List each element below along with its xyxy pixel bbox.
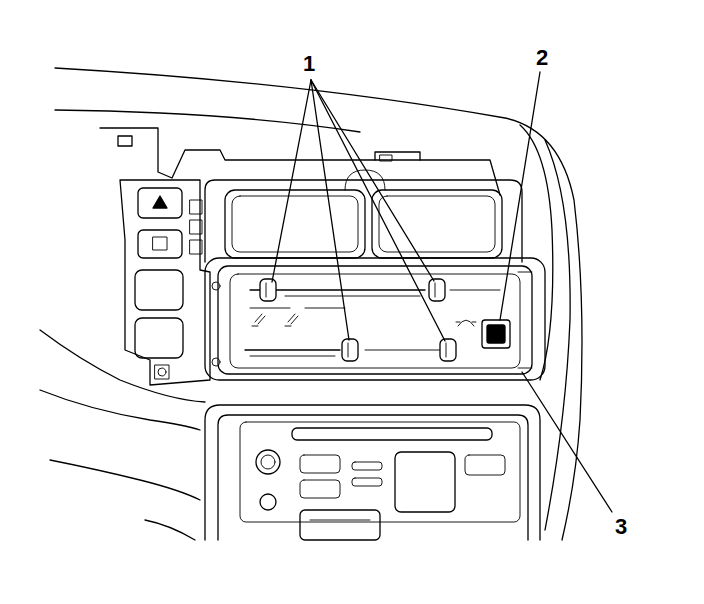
slider-knob xyxy=(429,279,445,301)
slider-knob xyxy=(260,279,456,361)
recirculation-button xyxy=(482,320,510,348)
leader-line xyxy=(272,72,612,512)
dashboard-outline xyxy=(545,140,570,530)
instrument-cluster xyxy=(205,180,522,262)
dashboard-outline xyxy=(55,68,582,540)
radio-bezel xyxy=(240,422,520,522)
leader-line xyxy=(500,72,540,320)
left-switch-panel xyxy=(153,196,167,208)
instrument-cluster xyxy=(379,196,495,252)
slider-knob xyxy=(342,339,358,361)
slider-track xyxy=(245,290,500,356)
radio-bezel xyxy=(205,405,540,540)
leader-line xyxy=(272,80,311,282)
radio-bezel xyxy=(292,428,492,440)
left-switch-panel xyxy=(138,188,182,218)
slider-knob xyxy=(260,279,276,301)
radio-bezel xyxy=(256,450,280,474)
radio-bezel xyxy=(218,415,528,540)
slider-knob xyxy=(435,283,436,297)
left-switch-panel xyxy=(158,368,166,376)
dashboard-outline xyxy=(55,110,360,132)
dashboard-outline xyxy=(40,68,582,540)
slider-track xyxy=(250,308,345,309)
hvac-control-panel xyxy=(230,274,520,368)
slider-track xyxy=(450,290,500,291)
hvac-control-panel xyxy=(205,258,545,380)
mode-icons xyxy=(252,314,265,326)
callout-number: 1 xyxy=(303,53,315,75)
left-switch-panel xyxy=(120,180,210,385)
left-switch-panel xyxy=(120,180,210,385)
radio-bezel xyxy=(395,452,455,512)
radio-bezel xyxy=(300,480,340,498)
slider-track xyxy=(245,349,340,350)
left-switch-panel xyxy=(153,237,167,250)
radio-bezel xyxy=(310,520,370,521)
slider-track xyxy=(250,356,335,357)
left-switch-panel xyxy=(190,220,202,234)
dashboard-outline xyxy=(40,390,200,430)
radio-bezel xyxy=(352,462,382,470)
slider-knob xyxy=(446,343,447,357)
dashboard-outline xyxy=(50,460,200,500)
instrument-cluster xyxy=(372,190,502,258)
dashboard-outline xyxy=(40,330,205,402)
left-switch-panel xyxy=(190,240,202,254)
instrument-cluster xyxy=(345,170,385,190)
left-switch-panel xyxy=(135,318,183,358)
mode-icons xyxy=(285,314,298,326)
left-switch-panel xyxy=(190,200,202,214)
left-switch-panel xyxy=(155,365,169,379)
mounting-bracket xyxy=(380,155,392,161)
radio-bezel xyxy=(352,478,382,486)
radio-bezel xyxy=(465,455,505,475)
leader-line xyxy=(311,80,434,281)
instrument-cluster xyxy=(225,190,365,258)
mounting-bracket xyxy=(118,136,132,146)
leader-line xyxy=(311,80,445,341)
slider-knob xyxy=(440,339,456,361)
left-switch-panel xyxy=(138,230,182,258)
slider-track xyxy=(285,296,420,297)
hvac-control-panel xyxy=(518,272,532,368)
left-switch-panel xyxy=(135,270,183,310)
leader-line xyxy=(311,80,349,340)
callout-number: 2 xyxy=(536,47,548,69)
radio-bezel xyxy=(300,510,380,540)
leader-line xyxy=(522,372,612,512)
recirculation-button xyxy=(482,320,510,348)
hvac-control-panel xyxy=(212,282,220,290)
mode-icons xyxy=(456,320,476,326)
radio-bezel xyxy=(260,494,276,510)
recirculation-button xyxy=(487,325,505,343)
dashboard-outline xyxy=(145,520,195,540)
callout-number: 3 xyxy=(615,516,627,538)
slider-knob xyxy=(348,343,349,357)
instrument-cluster xyxy=(232,196,358,252)
radio-bezel xyxy=(300,455,340,473)
hvac-control-panel xyxy=(205,258,545,380)
hvac-control-panel xyxy=(212,358,220,366)
radio-bezel xyxy=(205,405,540,540)
instrument-cluster xyxy=(205,170,522,262)
slider-track xyxy=(365,350,440,351)
mode-icons xyxy=(252,314,476,326)
radio-bezel xyxy=(261,455,275,469)
mounting-bracket xyxy=(375,152,420,160)
slider-knob xyxy=(266,283,267,297)
hvac-control-panel xyxy=(218,266,532,374)
